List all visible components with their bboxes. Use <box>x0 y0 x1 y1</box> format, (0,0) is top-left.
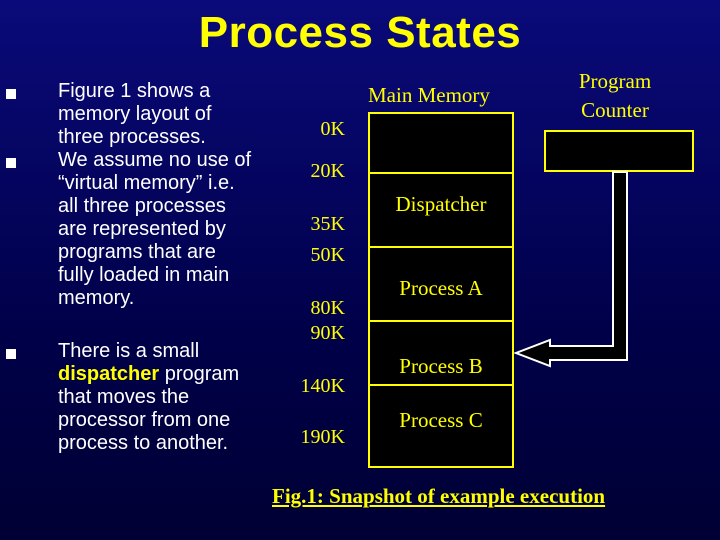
bullet-text: We assume no use of “virtual memory” i.e… <box>58 149 252 309</box>
memory-divider <box>370 172 512 174</box>
bullet-square-icon <box>6 89 16 99</box>
address-label: 0K <box>320 118 345 140</box>
segment-process-b: Process B <box>399 354 483 378</box>
program-counter-box <box>544 130 694 172</box>
bullet-text-pre: There is a small <box>58 340 200 362</box>
segment-process-a: Process A <box>399 276 483 300</box>
address-label: 35K <box>310 213 345 235</box>
bullet-text-post: program that moves the processor from on… <box>58 363 240 454</box>
address-label: 90K <box>310 322 345 344</box>
memory-divider <box>370 246 512 248</box>
segment-process-c: Process C <box>399 408 483 432</box>
address-label: 140K <box>300 375 345 397</box>
bullet-item: We assume no use of “virtual memory” i.e… <box>6 149 256 340</box>
bullet-square-icon <box>6 158 16 168</box>
address-label: 20K <box>310 160 345 182</box>
address-label: 50K <box>310 244 345 266</box>
main-memory-box: Dispatcher Process A Process B Process C <box>368 112 514 468</box>
dispatcher-emphasis: dispatcher <box>58 363 160 385</box>
bullet-item: There is a small dispatcher program that… <box>6 340 256 455</box>
address-label: 80K <box>310 297 345 319</box>
segment-dispatcher: Dispatcher <box>395 192 487 216</box>
address-label: 190K <box>300 426 345 448</box>
bullet-square-icon <box>6 349 16 359</box>
memory-divider <box>370 384 512 386</box>
program-counter-label: Program Counter <box>578 69 652 122</box>
figure-caption: Fig.1: Snapshot of example execution <box>272 484 606 508</box>
main-memory-label: Main Memory <box>368 83 490 107</box>
memory-divider <box>370 320 512 322</box>
bullet-item: Figure 1 shows a memory layout of three … <box>6 80 256 149</box>
bullet-text: Figure 1 shows a memory layout of three … <box>58 80 212 148</box>
bullet-list: Figure 1 shows a memory layout of three … <box>6 80 256 455</box>
slide-title: Process States <box>198 8 522 57</box>
